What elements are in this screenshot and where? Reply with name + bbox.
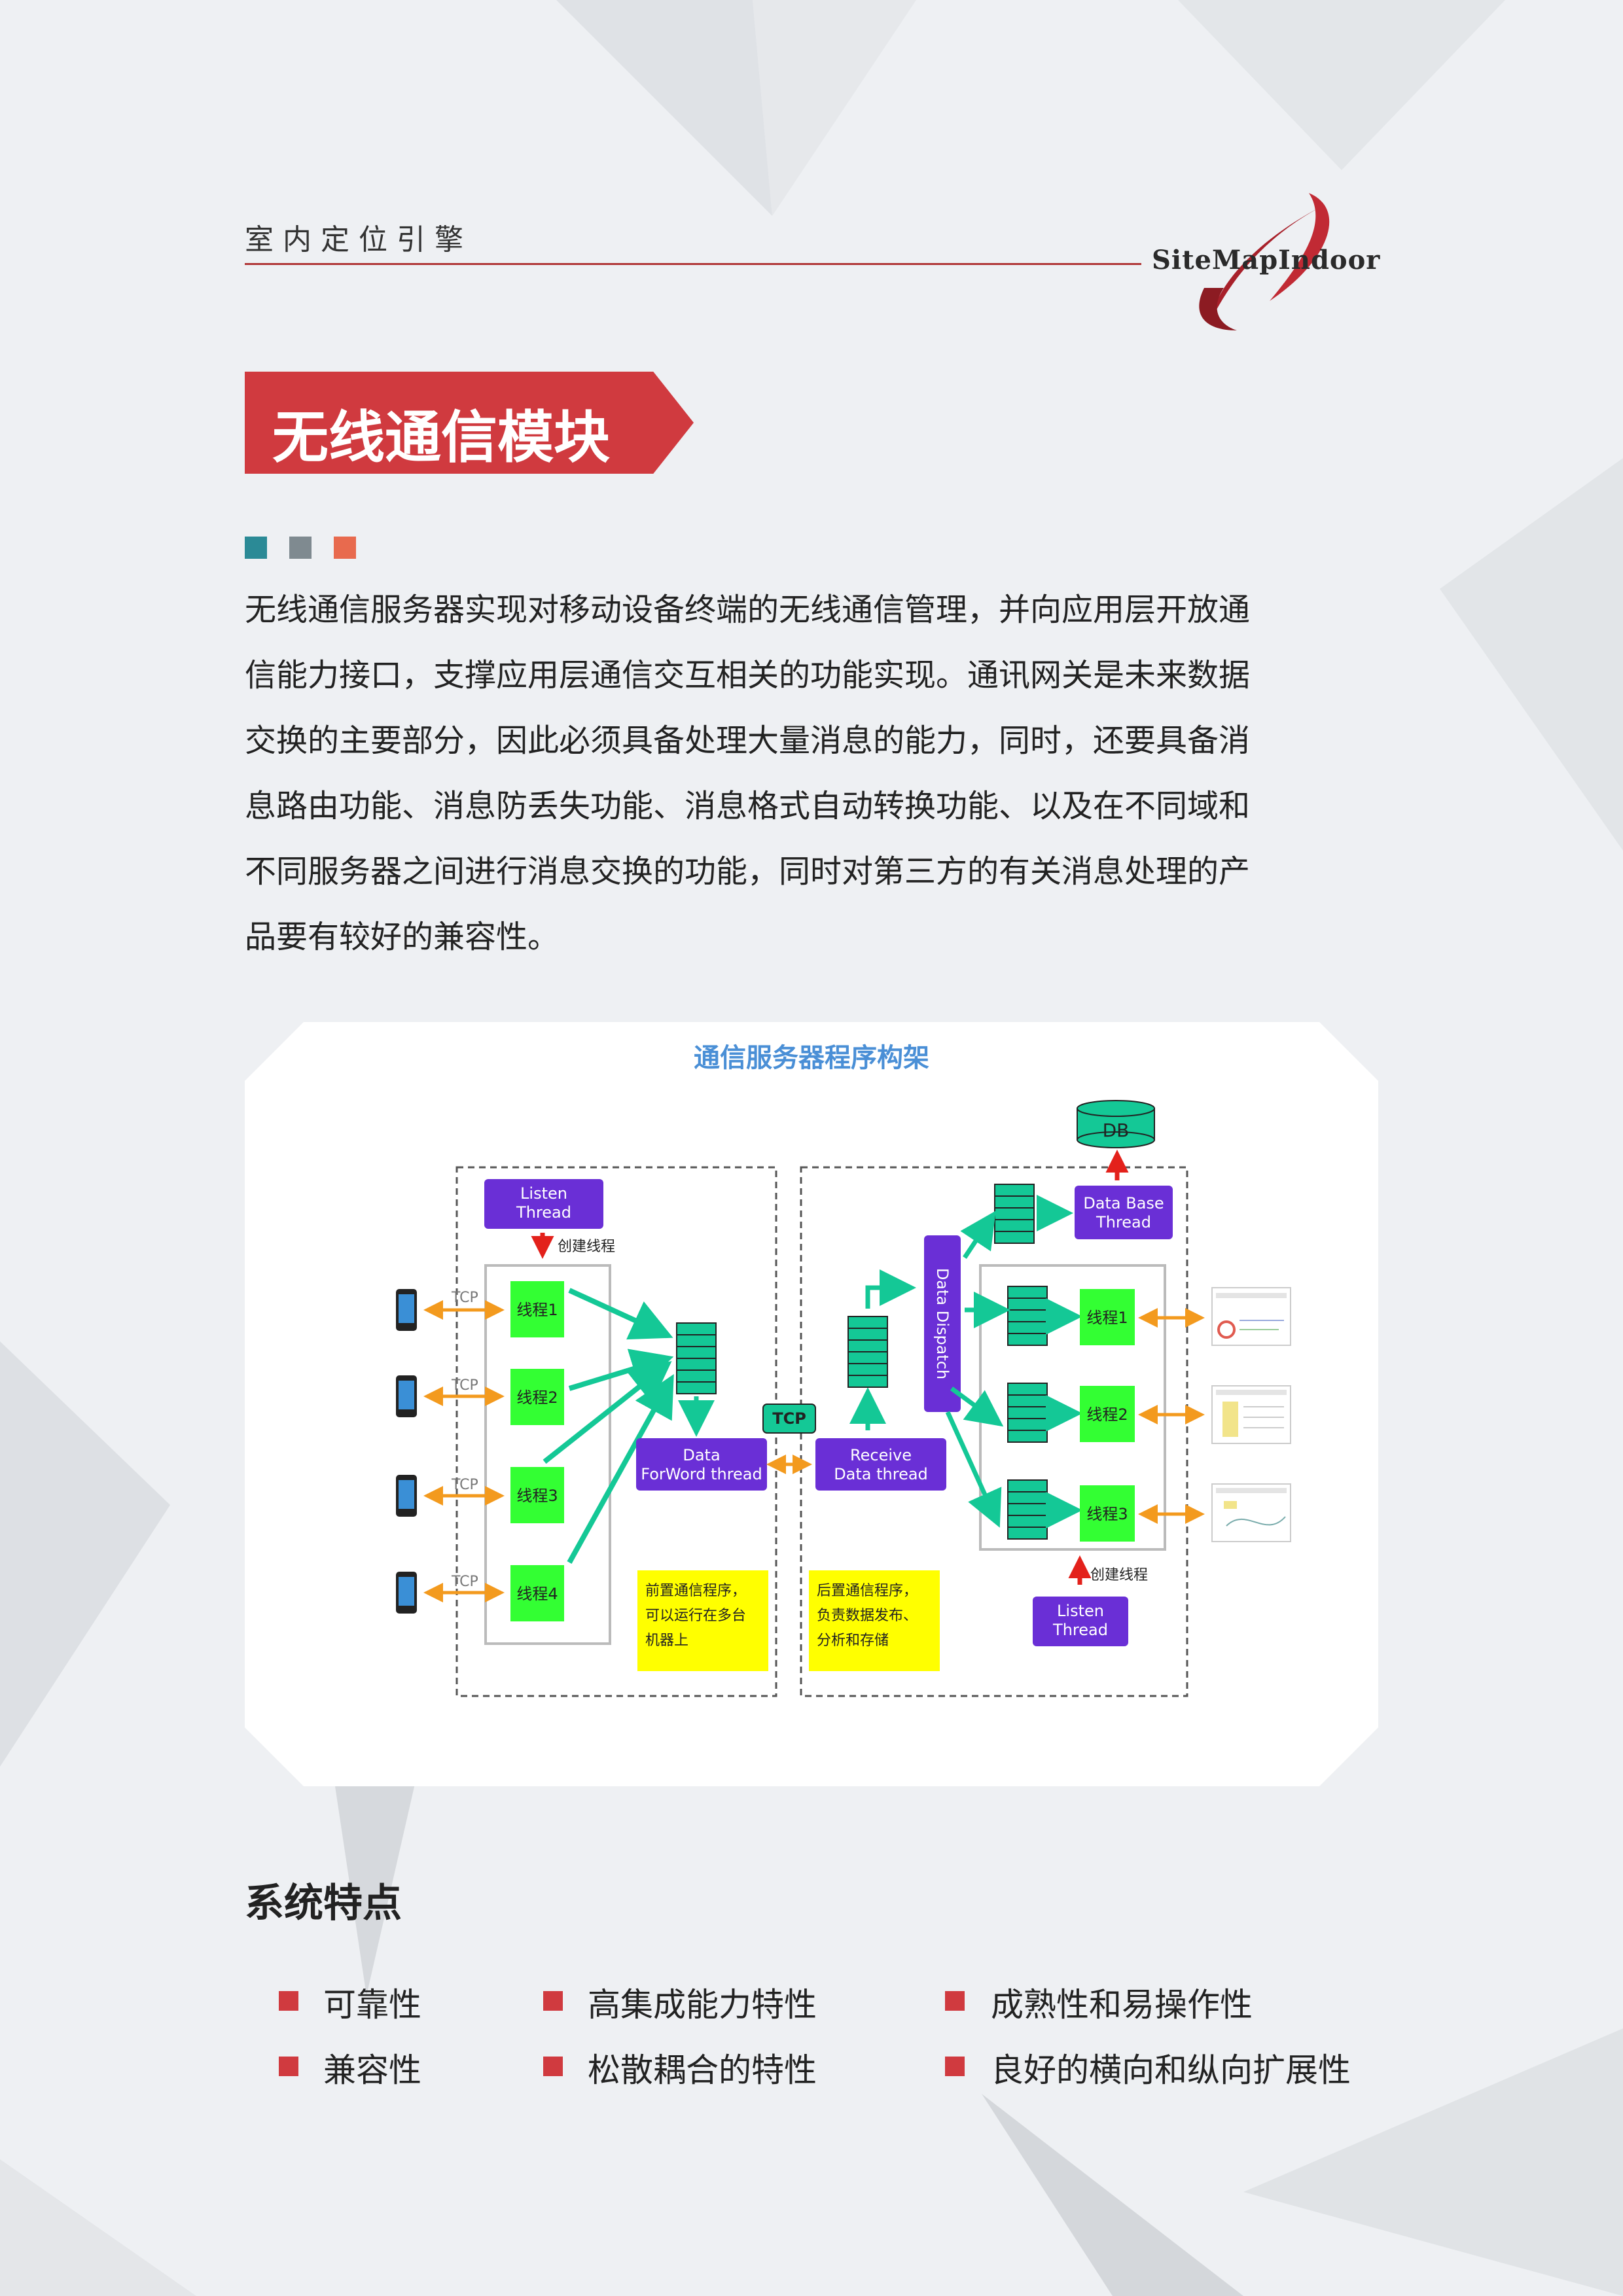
header-rule bbox=[245, 263, 1141, 265]
section-banner bbox=[245, 372, 694, 474]
right-thread-3 bbox=[1080, 1485, 1135, 1542]
listen-thread-right bbox=[1033, 1597, 1128, 1646]
intro-paragraph: 无线通信服务器实现对移动设备终端的无线通信管理，并向应用层开放通 信能力接口，支… bbox=[245, 577, 1383, 970]
note-front-end-line: 前置通信程序， bbox=[645, 1583, 746, 1599]
phone-icon bbox=[396, 1572, 417, 1614]
feature-bullet-icon bbox=[543, 1991, 563, 2011]
listen-thread-right-line2: Thread bbox=[1052, 1621, 1108, 1639]
feature-item: 成熟性和易操作性 bbox=[991, 1986, 1253, 2024]
data-dispatch bbox=[924, 1235, 961, 1412]
intro-line: 息路由功能、消息防丢失功能、消息格式自动转换功能、以及在不同域和 bbox=[245, 788, 1251, 824]
decor-square-1 bbox=[245, 537, 267, 559]
left-thread-3-label: 线程3 bbox=[516, 1487, 558, 1505]
decor-square-3 bbox=[334, 537, 356, 559]
forward-thread-line2: ForWord thread bbox=[641, 1465, 762, 1483]
intro-line: 品要有较好的兼容性。 bbox=[245, 919, 560, 955]
feature-item: 高集成能力特性 bbox=[588, 1986, 817, 2024]
phone-icon bbox=[396, 1475, 417, 1517]
right-thread-2-label: 线程2 bbox=[1086, 1405, 1128, 1424]
feature-bullet-icon bbox=[543, 2057, 563, 2076]
right-thread-3-label: 线程3 bbox=[1086, 1505, 1128, 1523]
intro-line: 无线通信服务器实现对移动设备终端的无线通信管理，并向应用层开放通 bbox=[245, 592, 1251, 628]
client-app-thumbnail bbox=[1211, 1385, 1291, 1444]
database-thread bbox=[1075, 1186, 1173, 1239]
phone-icon bbox=[396, 1289, 417, 1331]
back-end-container bbox=[800, 1166, 1188, 1697]
data-dispatch-label: Data Dispatch bbox=[933, 1268, 952, 1379]
right-thread-2 bbox=[1080, 1386, 1135, 1442]
feature-item: 松散耦合的特性 bbox=[588, 2051, 817, 2089]
listen-thread-left-line2: Thread bbox=[516, 1203, 571, 1222]
message-queue-stack bbox=[1007, 1383, 1048, 1443]
database-thread-line1: Data Base bbox=[1083, 1194, 1164, 1212]
tcp-label: TCP bbox=[451, 1477, 478, 1493]
intro-line: 信能力接口，支撑应用层通信交互相关的功能实现。通讯网关是未来数据 bbox=[245, 657, 1251, 694]
left-thread-1-label: 线程1 bbox=[516, 1301, 558, 1319]
left-thread-frame bbox=[484, 1264, 611, 1645]
logo-swoosh-icon bbox=[1199, 193, 1330, 330]
logo-text: SiteMapIndoor bbox=[1152, 245, 1381, 275]
feature-bullet-icon bbox=[279, 1991, 298, 2011]
create-thread-label-right: 创建线程 bbox=[1090, 1567, 1148, 1583]
tcp-bridge-label: TCP bbox=[772, 1409, 806, 1428]
client-app-thumbnail bbox=[1211, 1483, 1291, 1542]
tcp-label: TCP bbox=[451, 1377, 478, 1394]
receive-thread-line1: Receive bbox=[850, 1446, 912, 1464]
note-front-end-line: 可以运行在多台 bbox=[645, 1608, 746, 1624]
note-back-end bbox=[809, 1570, 940, 1671]
feature-bullet-icon bbox=[945, 1991, 965, 2011]
tcp-bridge bbox=[762, 1404, 816, 1434]
note-back-end-line: 负责数据发布、 bbox=[817, 1608, 918, 1624]
feature-bullet-icon bbox=[279, 2057, 298, 2076]
message-queue-stack bbox=[847, 1316, 888, 1388]
feature-item: 良好的横向和纵向扩展性 bbox=[991, 2051, 1351, 2089]
decor-square-2 bbox=[289, 537, 312, 559]
left-thread-4 bbox=[510, 1565, 564, 1621]
left-thread-2-label: 线程2 bbox=[516, 1388, 558, 1407]
listen-thread-left bbox=[484, 1179, 603, 1229]
right-thread-1 bbox=[1080, 1289, 1135, 1345]
left-thread-1 bbox=[510, 1281, 564, 1337]
message-queue-stack bbox=[676, 1322, 717, 1394]
note-front-end bbox=[637, 1570, 768, 1671]
client-app-thumbnail bbox=[1211, 1287, 1291, 1346]
diagram-title: 通信服务器程序构架 bbox=[694, 1043, 929, 1073]
message-queue-stack bbox=[1007, 1479, 1048, 1540]
features-title: 系统特点 bbox=[245, 1881, 402, 1926]
left-thread-2 bbox=[510, 1369, 564, 1425]
listen-thread-left-line1: Listen bbox=[520, 1184, 567, 1203]
db-label: DB bbox=[1103, 1120, 1130, 1141]
intro-line: 不同服务器之间进行消息交换的功能，同时对第三方的有关消息处理的产 bbox=[245, 853, 1251, 890]
left-thread-3 bbox=[510, 1467, 564, 1523]
create-thread-label-left: 创建线程 bbox=[558, 1239, 615, 1255]
feature-item: 兼容性 bbox=[323, 2051, 421, 2089]
forward-thread-line1: Data bbox=[683, 1446, 720, 1464]
receive-thread bbox=[815, 1438, 946, 1491]
right-thread-1-label: 线程1 bbox=[1086, 1309, 1128, 1327]
intro-line: 交换的主要部分，因此必须具备处理大量消息的能力，同时，还要具备消 bbox=[245, 722, 1251, 759]
tcp-label: TCP bbox=[451, 1574, 478, 1590]
forward-thread bbox=[636, 1438, 767, 1491]
note-back-end-line: 分析和存储 bbox=[817, 1633, 889, 1649]
message-queue-stack bbox=[994, 1184, 1035, 1244]
message-queue-stack bbox=[1007, 1286, 1048, 1346]
note-back-end-line: 后置通信程序， bbox=[817, 1583, 918, 1599]
database-thread-line2: Thread bbox=[1096, 1213, 1151, 1231]
left-thread-4-label: 线程4 bbox=[516, 1585, 558, 1603]
receive-thread-line2: Data thread bbox=[834, 1465, 928, 1483]
database-icon bbox=[1077, 1100, 1155, 1148]
listen-thread-right-line1: Listen bbox=[1057, 1602, 1104, 1620]
phone-icon bbox=[396, 1375, 417, 1417]
feature-item: 可靠性 bbox=[323, 1986, 421, 2024]
architecture-diagram: 通信服务器程序构架 Listen Thread 创建线程 TCP TCP TCP… bbox=[396, 1043, 1291, 1697]
tcp-label: TCP bbox=[451, 1290, 478, 1306]
section-title: 无线通信模块 bbox=[272, 405, 610, 470]
note-front-end-line: 机器上 bbox=[645, 1633, 688, 1649]
feature-bullet-icon bbox=[945, 2057, 965, 2076]
document-title: 室内定位引擎 bbox=[245, 223, 473, 256]
